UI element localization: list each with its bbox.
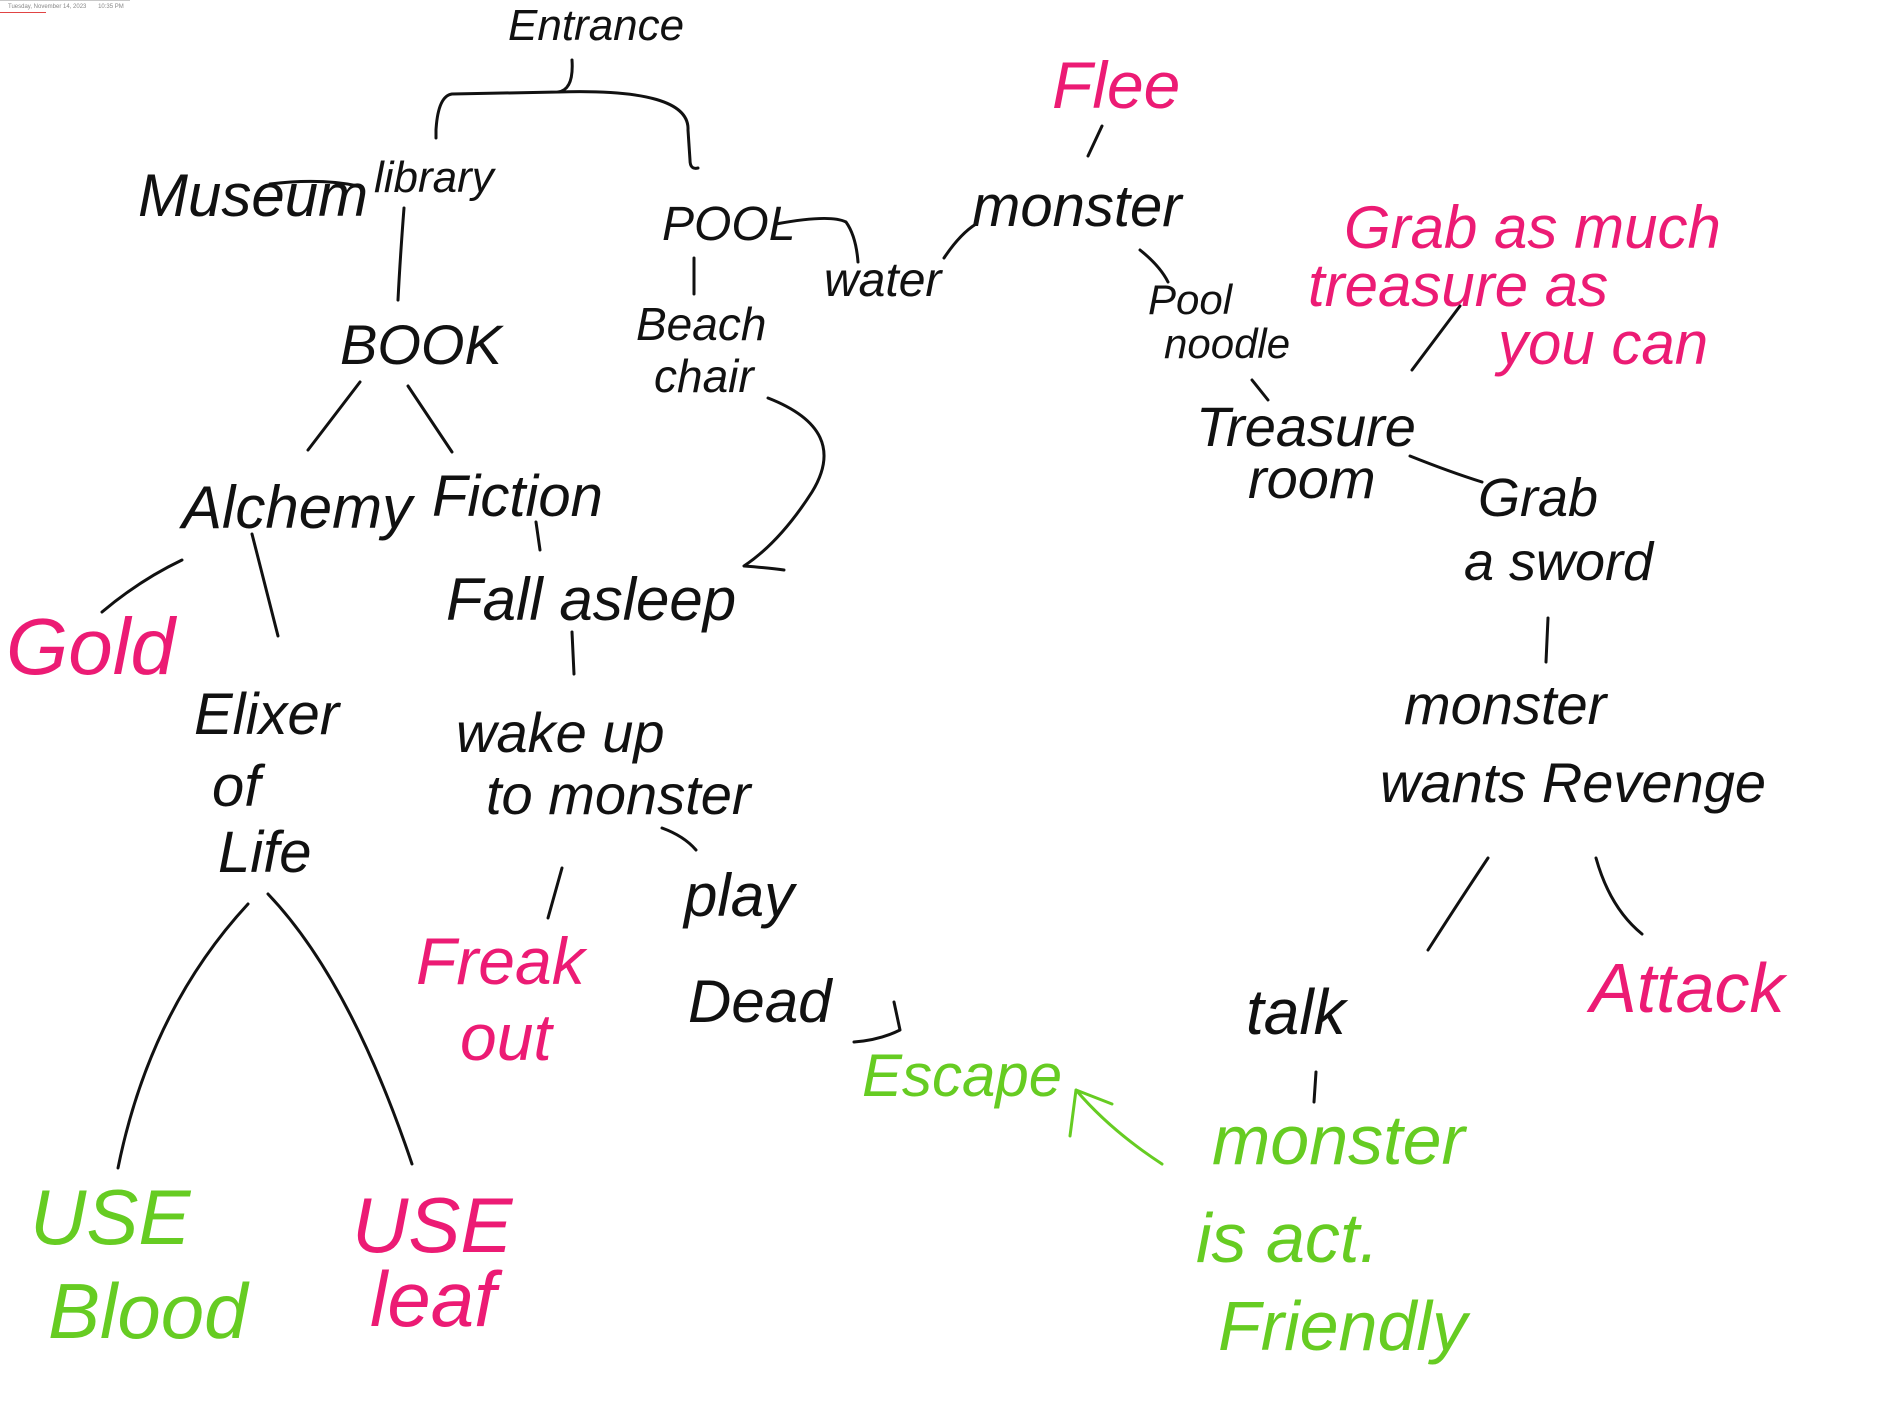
node-treasure-room-line-1: Treasure	[1196, 395, 1416, 458]
node-pool-noodle: Pool noodle	[1148, 276, 1290, 367]
node-friendly: monster is act. Friendly	[1196, 1101, 1484, 1365]
node-elixir-line-2: of	[212, 754, 266, 819]
connector-revenge-attack	[1594, 856, 1644, 936]
node-pool-noodle-line-2: noodle	[1164, 320, 1290, 367]
connector-entrance-split	[434, 58, 574, 140]
connector-book-alchemy	[306, 380, 362, 452]
header-accent	[0, 12, 46, 13]
node-monster-revenge: monster wants Revenge	[1380, 673, 1766, 814]
node-use-blood-line-2: Blood	[48, 1267, 250, 1355]
connector-monster-flee	[1086, 124, 1104, 158]
node-elixir-line-3: Life	[218, 820, 312, 885]
node-play-dead-line-1: play	[682, 862, 798, 929]
connectors	[100, 58, 1644, 1170]
node-treasure-room-line-2: room	[1248, 447, 1376, 510]
connector-poolnoodle-treasure	[1250, 378, 1270, 402]
connector-book-fiction	[406, 384, 454, 454]
note-header: Tuesday, November 14, 2023 10:35 PM	[8, 4, 124, 10]
node-monster-revenge-line-2: wants Revenge	[1380, 751, 1766, 814]
connector-talk-friendly	[1312, 1070, 1318, 1104]
node-use-blood: USE Blood	[30, 1173, 250, 1355]
node-use-leaf-line-2: leaf	[370, 1255, 503, 1343]
node-grab-sword-line-2: a sword	[1464, 532, 1655, 592]
connector-treasure-sword	[1408, 454, 1484, 484]
node-friendly-line-3: Friendly	[1218, 1287, 1471, 1365]
connector-beachchair-fallasleep	[742, 396, 826, 572]
header-rule	[0, 0, 130, 1]
connector-fallasleep-wakeup	[570, 630, 576, 676]
connector-wakeup-freakout	[546, 866, 564, 920]
connector-wakeup-playdead	[660, 826, 698, 852]
node-monster: monster	[972, 174, 1184, 239]
node-grab-treasure-line-2: treasure as	[1308, 252, 1608, 319]
node-attack: Attack	[1586, 949, 1788, 1027]
connector-alchemy-elixir	[250, 532, 280, 638]
node-wake-up: wake up to monster	[456, 701, 753, 826]
node-elixir: Elixer of Life	[194, 682, 355, 885]
node-grab-treasure-line-1: Grab as much	[1344, 194, 1721, 261]
connector-elixir-leaf	[266, 892, 414, 1166]
node-pool-noodle-line-1: Pool	[1148, 276, 1234, 323]
node-friendly-line-1: monster	[1212, 1101, 1468, 1179]
connector-friendly-escape	[1068, 1088, 1164, 1166]
node-grab-sword-line-1: Grab	[1478, 468, 1598, 528]
node-beach-chair-line-1: Beach	[636, 298, 766, 350]
node-pool: POOL	[662, 198, 795, 251]
connector-library-book	[396, 206, 406, 302]
connector-fiction-fallasleep	[534, 520, 542, 552]
connector-treasure-grabtreasure	[1410, 304, 1462, 372]
node-fiction: Fiction	[432, 464, 603, 529]
connector-playdead-escape	[852, 1000, 902, 1044]
node-freak-out-line-2: out	[460, 1000, 554, 1074]
connector-water-monster	[942, 222, 978, 260]
node-talk: talk	[1246, 976, 1349, 1048]
node-alchemy: Alchemy	[179, 474, 416, 541]
node-wake-up-line-2: to monster	[486, 763, 753, 826]
node-beach-chair: Beach chair	[636, 298, 779, 402]
node-fall-asleep: Fall asleep	[446, 566, 736, 633]
node-use-leaf: USE leaf	[352, 1181, 534, 1343]
connector-entrance-pool	[556, 90, 700, 170]
connector-revenge-talk	[1426, 856, 1490, 952]
node-use-blood-line-1: USE	[30, 1173, 191, 1261]
node-entrance: Entrance	[508, 1, 684, 50]
node-flee: Flee	[1052, 48, 1180, 122]
node-gold: Gold	[6, 602, 177, 691]
node-escape: Escape	[862, 1042, 1062, 1109]
note-time: 10:35 PM	[98, 4, 124, 10]
node-beach-chair-line-2: chair	[654, 350, 755, 402]
connector-sword-revenge	[1544, 616, 1550, 664]
node-library: library	[374, 153, 497, 202]
node-friendly-line-2: is act.	[1196, 1199, 1379, 1277]
node-freak-out: Freak out	[416, 924, 603, 1074]
labels: Entrance Museum library BOOK Alchemy Fic…	[6, 1, 1788, 1365]
note-date: Tuesday, November 14, 2023	[8, 4, 87, 10]
connector-elixir-blood	[116, 902, 250, 1170]
node-grab-treasure: Grab as much treasure as you can	[1308, 194, 1738, 377]
node-play-dead-line-2: Dead	[688, 968, 833, 1035]
connector-museum-library	[268, 179, 360, 188]
node-freak-out-line-1: Freak	[416, 924, 588, 998]
node-museum: Museum	[138, 162, 368, 229]
node-elixir-line-1: Elixer	[194, 682, 342, 747]
node-monster-revenge-line-1: monster	[1404, 673, 1609, 736]
node-book: BOOK	[340, 313, 504, 376]
connector-monster-poolnoodle	[1138, 248, 1170, 284]
node-grab-treasure-line-3: you can	[1494, 310, 1708, 377]
node-wake-up-line-1: wake up	[456, 701, 665, 764]
node-use-leaf-line-1: USE	[352, 1181, 513, 1269]
node-grab-sword: Grab a sword	[1464, 468, 1655, 592]
connector-pool-water	[774, 216, 860, 264]
node-water: water	[824, 254, 943, 307]
node-treasure-room: Treasure room	[1196, 395, 1432, 510]
connector-alchemy-gold	[100, 558, 184, 614]
node-play-dead: play Dead	[682, 862, 833, 1035]
